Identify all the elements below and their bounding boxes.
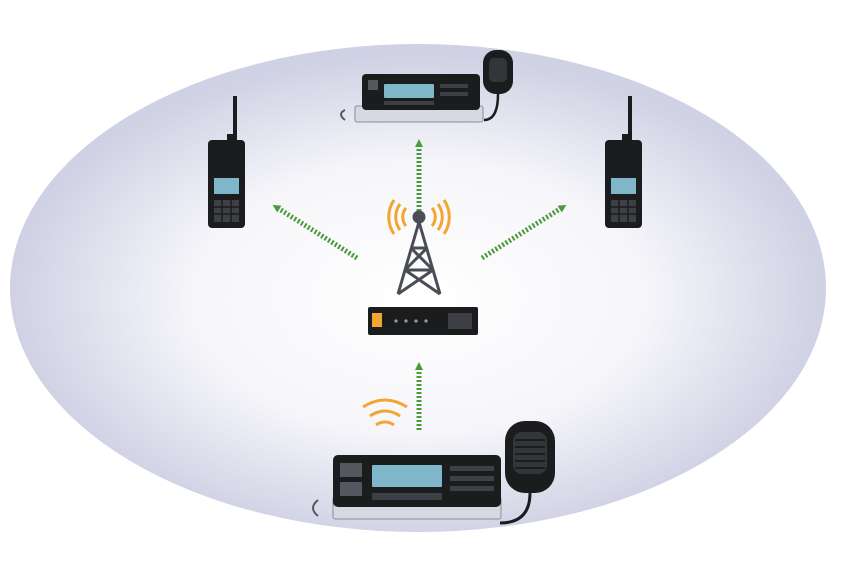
mobile-radio-top [340,50,513,123]
antenna-tower-icon [396,210,442,296]
signal-arrows [272,139,567,430]
mobile-radio-with-microphone-icon [312,421,555,525]
repeater-base-station-icon [368,307,478,335]
mobile-radio-with-microphone-icon [340,50,513,123]
mobile-radio-bottom [312,398,555,525]
signal-waves-icon [387,199,451,235]
handheld-right [605,96,642,228]
handheld-left [208,96,245,228]
handheld-radio-icon [605,96,642,228]
transmit-waves-icon [362,398,408,427]
handheld-radio-icon [208,96,245,228]
repeater [368,307,478,335]
antenna-tower [387,199,451,296]
